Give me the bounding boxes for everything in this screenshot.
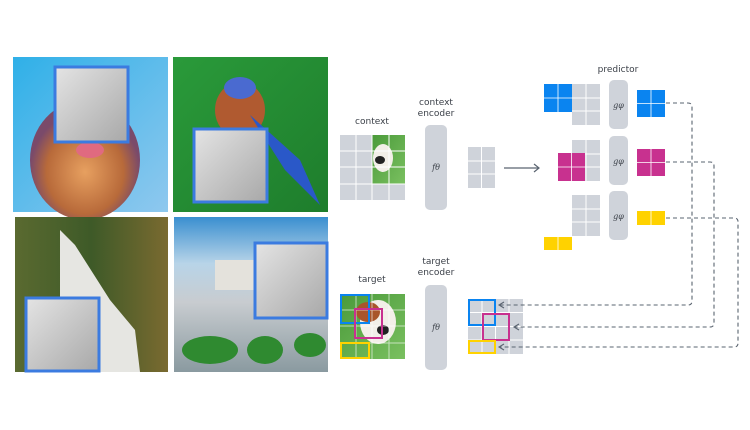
dashed-line-magenta [515,161,715,328]
predictor-row-magenta: gφ [558,136,665,185]
context-label: context [355,117,389,127]
target-encoder-label-2: encoder [418,268,455,278]
dashed-line-blue [500,102,693,306]
dashed-line-yellow [500,217,739,348]
photo-wolf [15,217,168,373]
arrow-icon [504,163,540,173]
mask-box [253,241,329,320]
predictor-symbol: gφ [613,212,624,221]
target-encoder-block [425,285,447,370]
context-grid [340,135,405,200]
predictor-symbol: gφ [613,157,624,166]
predictor-label: predictor [598,65,639,75]
context-encoder-label-2: encoder [418,109,455,119]
target-embedding-grid [468,299,523,354]
photo-city [174,217,329,372]
photo-dog [13,57,168,220]
target-encoder-symbol: fθ [431,323,440,332]
predictor-row-blue: gφ [544,80,665,129]
mask-box [192,127,269,204]
target-encoder-label-1: target [422,257,450,267]
arrowheads [497,301,520,351]
mask-box [53,65,130,144]
photo-bird [173,57,328,212]
context-encoder-block [425,125,447,210]
target-image [340,294,405,359]
context-encoder-label-1: context [419,98,453,108]
context-encoder-symbol: fθ [431,163,440,172]
predictor-row-yellow: gφ [544,191,665,250]
loss-connections [500,102,739,348]
mask-box [24,296,101,373]
context-embedding [468,147,495,188]
target-label: target [358,275,386,285]
predictor-symbol: gφ [613,101,624,110]
